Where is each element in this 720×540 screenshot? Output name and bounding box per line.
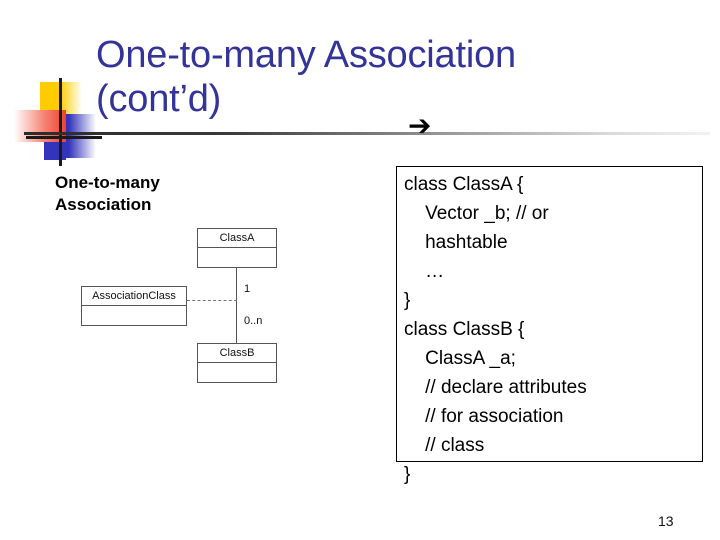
code-sample-text: class ClassA { Vector _b; // or hashtabl… [404,174,587,485]
page-number: 13 [658,513,674,529]
uml-multiplicity-top: 1 [244,283,251,295]
uml-class-box-classb: ClassB [197,343,277,383]
uml-class-name-classb: ClassB [198,344,276,363]
uml-class-box-classa: ClassA [197,228,277,268]
logo-crosshair-vertical [59,78,62,166]
logo-crosshair-horizontal [26,136,102,139]
arrow-right-icon: ➔ [408,109,432,142]
uml-class-attrs-associationclass [82,306,186,326]
decorative-logo [12,78,102,166]
uml-class-name-classa: ClassA [198,229,276,248]
section-caption: One-to-many Association [55,173,160,214]
uml-multiplicity-bottom: 0..n [244,315,263,327]
title-separator-rule [24,132,710,135]
uml-class-name-associationclass: AssociationClass [82,287,186,306]
uml-class-attrs-classa [198,248,276,268]
page-title: One-to-many Association (cont’d) [96,34,516,120]
code-sample-border [396,166,703,462]
uml-class-box-associationclass: AssociationClass [81,286,187,326]
uml-association-dashed-link [187,300,237,301]
uml-class-attrs-classb [198,363,276,383]
uml-association-line [236,268,237,343]
uml-class-diagram: ClassA AssociationClass ClassB 1 0..n [70,220,380,395]
